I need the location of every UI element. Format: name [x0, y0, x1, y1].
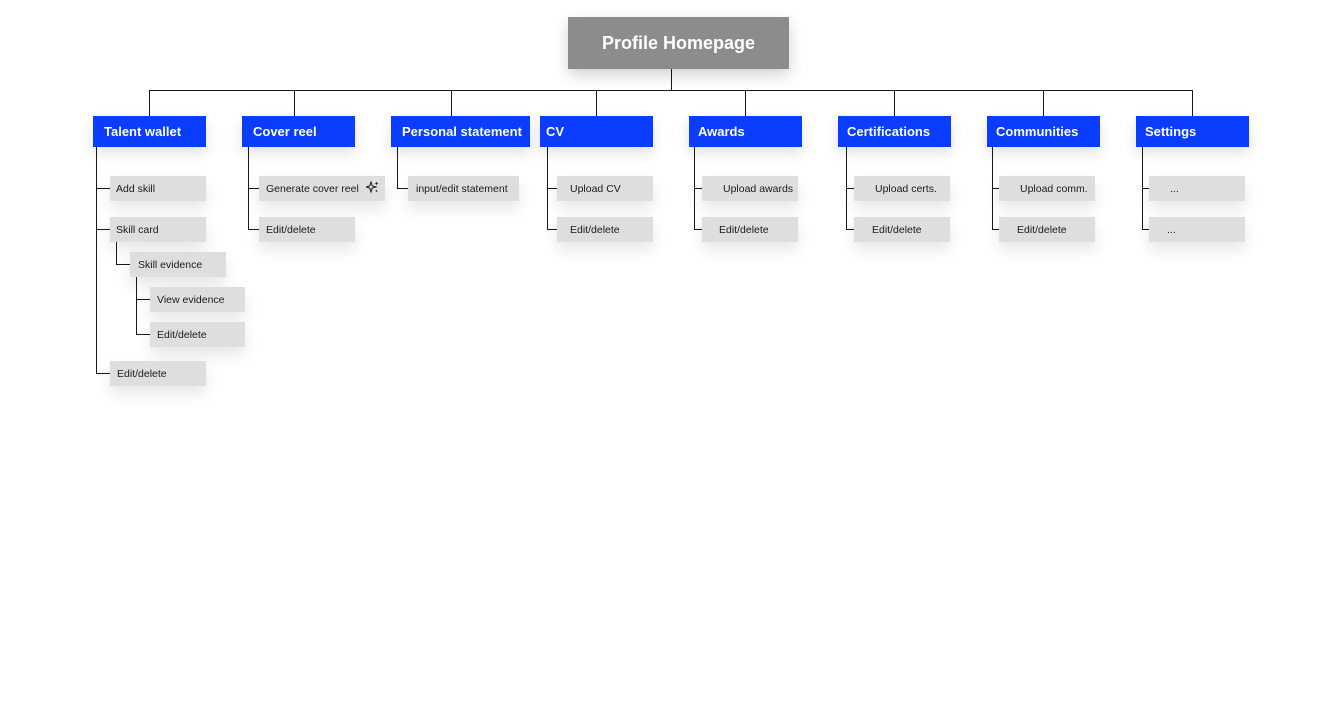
drop-personal-statement [451, 90, 452, 116]
cv-tick-2 [547, 229, 557, 230]
leaf-skill-card: Skill card [110, 217, 206, 242]
tw-card-spine [116, 242, 117, 265]
leaf-label: input/edit statement [416, 182, 508, 195]
category-label: CV [546, 124, 565, 139]
leaf-communities-edit-delete: Edit/delete [999, 217, 1095, 242]
leaf-input-edit-statement: input/edit statement [408, 176, 519, 201]
category-label: Communities [996, 124, 1079, 139]
top-bus [149, 90, 1193, 91]
leaf-skill-evidence: Skill evidence [130, 252, 226, 277]
leaf-settings-item-1: ... [1149, 176, 1245, 201]
aw-tick-1 [694, 188, 702, 189]
leaf-label: Upload awards [723, 182, 794, 195]
cv-tick-1 [547, 188, 557, 189]
leaf-label: Edit/delete [117, 367, 167, 380]
aw-tick-2 [694, 229, 702, 230]
leaf-label: Add skill [116, 182, 156, 195]
leaf-settings-item-2: ... [1149, 217, 1245, 242]
leaf-skill-edit-delete: Edit/delete [110, 361, 206, 386]
leaf-cover-reel-edit-delete: Edit/delete [259, 217, 355, 242]
leaf-label: Skill evidence [138, 258, 203, 271]
se-tick-1 [1142, 188, 1149, 189]
leaf-upload-certs: Upload certs. [854, 176, 950, 201]
category-label: Personal statement [402, 124, 522, 139]
category-label: Awards [698, 124, 745, 139]
cr-tick-2 [248, 229, 259, 230]
ps-spine [397, 147, 398, 189]
leaf-label: Upload CV [570, 182, 621, 195]
leaf-generate-cover-reel: Generate cover reel [259, 176, 385, 201]
ce-tick-1 [846, 188, 854, 189]
leaf-label: Upload comm. [1020, 182, 1088, 195]
co-tick-2 [992, 229, 999, 230]
drop-awards [745, 90, 746, 116]
drop-communities [1043, 90, 1044, 116]
leaf-label: ... [1170, 182, 1179, 195]
drop-talent-wallet [149, 90, 150, 116]
category-label: Talent wallet [104, 124, 182, 139]
leaf-label: Edit/delete [719, 223, 769, 236]
leaf-label: Upload certs. [875, 182, 937, 195]
tw-card-tick [116, 264, 130, 265]
leaf-view-evidence: View evidence [150, 287, 245, 312]
category-communities: Communities [987, 116, 1100, 147]
root-stem [671, 69, 672, 91]
leaf-label: Skill card [116, 223, 159, 236]
tw-tick-edit [96, 373, 110, 374]
category-cover-reel: Cover reel [242, 116, 355, 147]
category-label: Cover reel [253, 124, 317, 139]
category-settings: Settings [1136, 116, 1249, 147]
leaf-label: Edit/delete [266, 223, 316, 236]
leaf-upload-awards: Upload awards [702, 176, 798, 201]
leaf-evidence-edit-delete: Edit/delete [150, 322, 245, 347]
category-cv: CV [540, 116, 653, 147]
leaf-label: ... [1167, 223, 1176, 236]
drop-cover-reel [294, 90, 295, 116]
category-label: Settings [1145, 124, 1197, 139]
leaf-cv-edit-delete: Edit/delete [557, 217, 653, 242]
tw-spine [96, 147, 97, 374]
drop-cv [596, 90, 597, 116]
category-talent-wallet: Talent wallet [93, 116, 206, 147]
ps-tick-1 [397, 188, 408, 189]
root-node: Profile Homepage [568, 17, 789, 69]
se-tick-2 [1142, 229, 1149, 230]
leaf-upload-cv: Upload CV [557, 176, 653, 201]
tw-evidence-tick-edit [136, 334, 150, 335]
cr-tick-1 [248, 188, 259, 189]
drop-settings [1192, 90, 1193, 116]
ce-tick-2 [846, 229, 854, 230]
leaf-label: Edit/delete [570, 223, 620, 236]
co-tick-1 [992, 188, 999, 189]
leaf-awards-edit-delete: Edit/delete [702, 217, 798, 242]
category-label: Certifications [847, 124, 931, 139]
category-personal-statement: Personal statement [391, 116, 530, 147]
category-certifications: Certifications [838, 116, 951, 147]
leaf-certifications-edit-delete: Edit/delete [854, 217, 950, 242]
tw-evidence-tick-view [136, 299, 150, 300]
root-label: Profile Homepage [601, 32, 756, 53]
drop-certifications [894, 90, 895, 116]
category-awards: Awards [689, 116, 802, 147]
sparkle-icon [364, 179, 379, 197]
tw-evidence-spine [136, 277, 137, 335]
leaf-label: View evidence [157, 293, 225, 306]
leaf-add-skill: Add skill [110, 176, 206, 201]
leaf-label: Edit/delete [1017, 223, 1067, 236]
leaf-label: Edit/delete [872, 223, 922, 236]
tw-tick-card [96, 229, 110, 230]
leaf-label: Generate cover reel [266, 182, 359, 195]
leaf-upload-comm: Upload comm. [999, 176, 1095, 201]
tw-tick-add [96, 188, 110, 189]
leaf-label: Edit/delete [157, 328, 207, 341]
